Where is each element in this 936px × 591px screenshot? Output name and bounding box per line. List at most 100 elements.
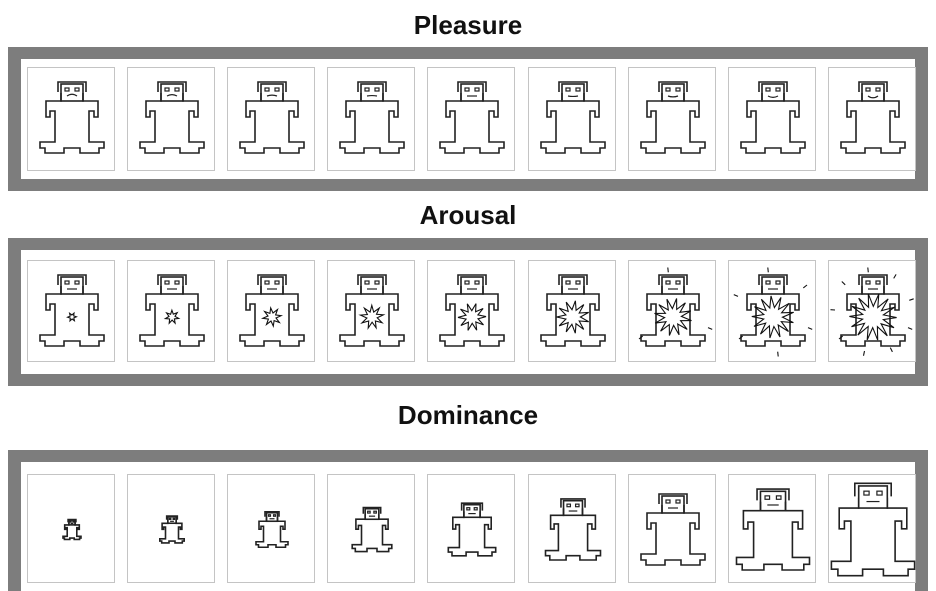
pleasure-level-6-figure [541, 82, 605, 153]
dominance-level-9-right-eye [877, 491, 882, 495]
pleasure-level-7-panel[interactable] [628, 67, 716, 171]
pleasure-level-2-figure [140, 82, 204, 153]
pleasure-level-2-mouth [167, 95, 177, 96]
pleasure-level-6-left-eye [566, 88, 570, 91]
pleasure-level-9-manikin [829, 68, 917, 172]
dominance-level-7-right-eye [676, 500, 680, 503]
arousal-level-8-head [762, 277, 784, 294]
dominance-band [8, 450, 928, 591]
arousal-level-8-manikin [729, 261, 817, 363]
arousal-level-1-head [61, 277, 83, 294]
pleasure-level-8-panel[interactable] [728, 67, 816, 171]
pleasure-panel-strip [21, 59, 915, 179]
pleasure-level-1-panel[interactable] [27, 67, 115, 171]
dominance-level-4-figure [352, 507, 392, 551]
pleasure-level-5-head [461, 84, 483, 101]
dominance-level-7-head [662, 496, 684, 513]
dominance-level-6-panel[interactable] [528, 474, 616, 583]
dominance-level-9-panel[interactable] [828, 474, 916, 583]
arousal-level-8-panel[interactable] [728, 260, 816, 362]
dominance-level-4-panel[interactable] [327, 474, 415, 583]
arousal-level-5-manikin [428, 261, 516, 363]
pleasure-level-8-left-eye [766, 88, 770, 91]
arousal-level-8-left-eye [766, 281, 770, 284]
arousal-title: Arousal [0, 200, 936, 231]
arousal-level-6-body [541, 286, 605, 346]
pleasure-level-5-left-eye [465, 88, 469, 91]
arousal-level-9-figure [830, 268, 913, 356]
pleasure-level-4-right-eye [375, 88, 379, 91]
pleasure-level-4-figure [340, 82, 404, 153]
arousal-level-4-right-eye [375, 281, 379, 284]
arousal-level-3-body [240, 286, 304, 346]
arousal-level-7-arousal-burst [654, 299, 691, 336]
dominance-level-4-right-eye [374, 511, 376, 513]
arousal-level-5-right-eye [475, 281, 479, 284]
arousal-level-9-panel[interactable] [828, 260, 916, 362]
dominance-level-7-manikin [629, 475, 717, 584]
arousal-level-3-panel[interactable] [227, 260, 315, 362]
arousal-level-5-panel[interactable] [427, 260, 515, 362]
arousal-level-6-manikin [529, 261, 617, 363]
pleasure-level-6-panel[interactable] [528, 67, 616, 171]
dominance-level-3-manikin [228, 475, 316, 584]
pleasure-level-2-panel[interactable] [127, 67, 215, 171]
pleasure-band [8, 47, 928, 191]
dominance-level-8-left-eye [765, 496, 770, 499]
arousal-level-8-body [741, 286, 805, 346]
dominance-level-4-left-eye [368, 511, 370, 513]
arousal-level-7-left-eye [666, 281, 670, 284]
arousal-level-5-body [440, 286, 504, 346]
pleasure-level-7-manikin [629, 68, 717, 172]
arousal-level-2-manikin [128, 261, 216, 363]
arousal-level-4-panel[interactable] [327, 260, 415, 362]
pleasure-level-1-manikin [28, 68, 116, 172]
pleasure-level-9-body [841, 93, 905, 153]
dominance-level-5-panel[interactable] [427, 474, 515, 583]
pleasure-level-4-manikin [328, 68, 416, 172]
arousal-level-6-right-eye [576, 281, 580, 284]
arousal-level-1-body [40, 286, 104, 346]
pleasure-level-9-panel[interactable] [828, 67, 916, 171]
arousal-level-2-panel[interactable] [127, 260, 215, 362]
arousal-level-9-left-eye [866, 281, 870, 284]
pleasure-level-5-figure [440, 82, 504, 153]
dominance-level-1-panel[interactable] [27, 474, 115, 583]
pleasure-level-5-panel[interactable] [427, 67, 515, 171]
dominance-level-5-head [464, 505, 480, 518]
pleasure-level-6-manikin [529, 68, 617, 172]
pleasure-level-1-figure [40, 82, 104, 153]
dominance-level-8-panel[interactable] [728, 474, 816, 583]
pleasure-level-1-right-eye [75, 88, 79, 91]
arousal-level-2-figure [140, 275, 204, 346]
arousal-level-1-left-eye [65, 281, 69, 284]
pleasure-level-9-right-eye [876, 88, 880, 91]
dominance-level-7-panel[interactable] [628, 474, 716, 583]
arousal-level-6-left-eye [566, 281, 570, 284]
arousal-level-6-panel[interactable] [528, 260, 616, 362]
dominance-level-4-manikin [328, 475, 416, 584]
pleasure-level-7-left-eye [666, 88, 670, 91]
pleasure-level-4-panel[interactable] [327, 67, 415, 171]
arousal-level-5-arousal-burst [458, 304, 486, 331]
arousal-level-9-manikin [829, 261, 917, 363]
arousal-level-7-figure [639, 268, 712, 347]
arousal-level-8-right-eye [776, 281, 780, 284]
pleasure-level-7-body [641, 93, 705, 153]
pleasure-level-3-panel[interactable] [227, 67, 315, 171]
dominance-level-2-left-eye [169, 518, 171, 519]
dominance-level-9-left-eye [864, 491, 869, 495]
dominance-level-8-right-eye [776, 496, 781, 499]
arousal-level-1-manikin [28, 261, 116, 363]
dominance-level-6-left-eye [566, 504, 569, 507]
dominance-level-6-right-eye [575, 504, 578, 507]
dominance-level-3-right-eye [274, 515, 276, 517]
pleasure-level-7-mouth [668, 96, 678, 97]
arousal-level-1-panel[interactable] [27, 260, 115, 362]
arousal-level-7-panel[interactable] [628, 260, 716, 362]
dominance-level-2-panel[interactable] [127, 474, 215, 583]
dominance-level-3-figure [256, 512, 288, 548]
arousal-level-8-figure [733, 268, 811, 357]
pleasure-level-1-head [61, 84, 83, 101]
dominance-level-3-panel[interactable] [227, 474, 315, 583]
